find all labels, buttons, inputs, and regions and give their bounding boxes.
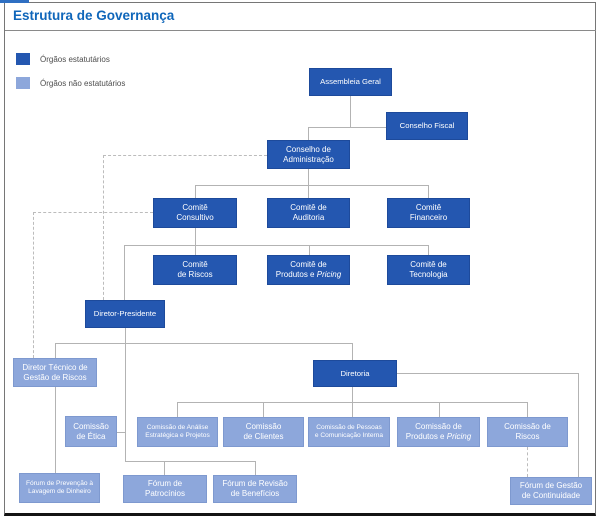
org-node-comissao-etica: Comissão de Ética: [65, 416, 117, 447]
screenshot-artifact: [0, 0, 29, 3]
org-node-diretoria: Diretoria: [313, 360, 397, 387]
connector-line: [350, 96, 351, 127]
connector-line-dashed: [33, 212, 34, 358]
title-divider: [5, 30, 596, 31]
legend-swatch-statutory: [16, 53, 30, 65]
connector-line: [177, 402, 178, 417]
org-node-forum-revisao-beneficios: Fórum de Revisão de Benefícios: [213, 475, 297, 503]
connector-line: [125, 328, 126, 461]
org-node-comite-riscos: Comitê de Riscos: [153, 255, 237, 285]
connector-line: [195, 185, 428, 186]
org-node-comite-financeiro: Comitê Financeiro: [387, 198, 470, 228]
connector-line: [352, 343, 353, 360]
connector-line: [352, 387, 353, 402]
connector-line: [195, 228, 196, 255]
legend-label-statutory: Órgãos estatutários: [40, 55, 110, 64]
connector-line: [578, 373, 579, 477]
connector-line: [195, 185, 196, 198]
legend-label-non-statutory: Órgãos não estatutários: [40, 79, 126, 88]
connector-line-dashed: [33, 212, 153, 213]
org-node-comite-consultivo: Comitê Consultivo: [153, 198, 237, 228]
connector-line: [263, 402, 264, 417]
org-node-forum-prevencao-lavagem: Fórum de Prevenção à Lavagem de Dinheiro: [19, 473, 100, 503]
connector-line: [428, 245, 429, 255]
page-border-frame: [4, 2, 596, 516]
connector-line-dashed: [527, 447, 528, 477]
org-node-forum-gestao-continuidade: Fórum de Gestão de Continuidade: [510, 477, 592, 505]
org-node-comite-tecnologia: Comitê de Tecnologia: [387, 255, 470, 285]
connector-line: [117, 432, 125, 433]
org-node-diretor-tecnico-gestao-riscos: Diretor Técnico de Gestão de Riscos: [13, 358, 97, 387]
connector-line: [352, 402, 353, 417]
connector-line: [55, 343, 352, 344]
connector-line-dashed: [103, 155, 267, 156]
legend-swatch-non-statutory: [16, 77, 30, 89]
connector-line: [124, 245, 428, 246]
connector-line: [164, 461, 165, 475]
org-node-conselho-administracao: Conselho de Administração: [267, 140, 350, 169]
connector-line: [439, 402, 440, 417]
connector-line-dashed: [103, 155, 104, 300]
org-node-comissao-analise-estrategica: Comissão de Análise Estratégica e Projet…: [137, 417, 218, 447]
org-node-assembleia-geral: Assembleia Geral: [309, 68, 392, 96]
connector-line: [55, 343, 56, 358]
connector-line: [397, 373, 578, 374]
connector-line: [125, 461, 255, 462]
connector-line: [308, 169, 309, 198]
connector-line: [308, 127, 309, 140]
org-node-comite-auditoria: Comitê de Auditoria: [267, 198, 350, 228]
connector-line: [428, 185, 429, 198]
connector-line: [527, 402, 528, 417]
org-node-comissao-clientes: Comissão de Clientes: [223, 417, 304, 447]
page-title: Estrutura de Governança: [13, 8, 175, 23]
connector-line: [255, 461, 256, 475]
connector-line: [124, 245, 125, 300]
org-node-comissao-riscos: Comissão de Riscos: [487, 417, 568, 447]
org-node-comissao-pessoas-comunicacao: Comissão de Pessoas e Comunicação Intern…: [308, 417, 390, 447]
connector-line: [55, 387, 56, 473]
connector-line: [308, 127, 386, 128]
org-node-forum-patrocinios: Fórum de Patrocínios: [123, 475, 207, 503]
connector-line: [309, 245, 310, 255]
org-node-conselho-fiscal: Conselho Fiscal: [386, 112, 468, 140]
org-node-diretor-presidente: Diretor-Presidente: [85, 300, 165, 328]
